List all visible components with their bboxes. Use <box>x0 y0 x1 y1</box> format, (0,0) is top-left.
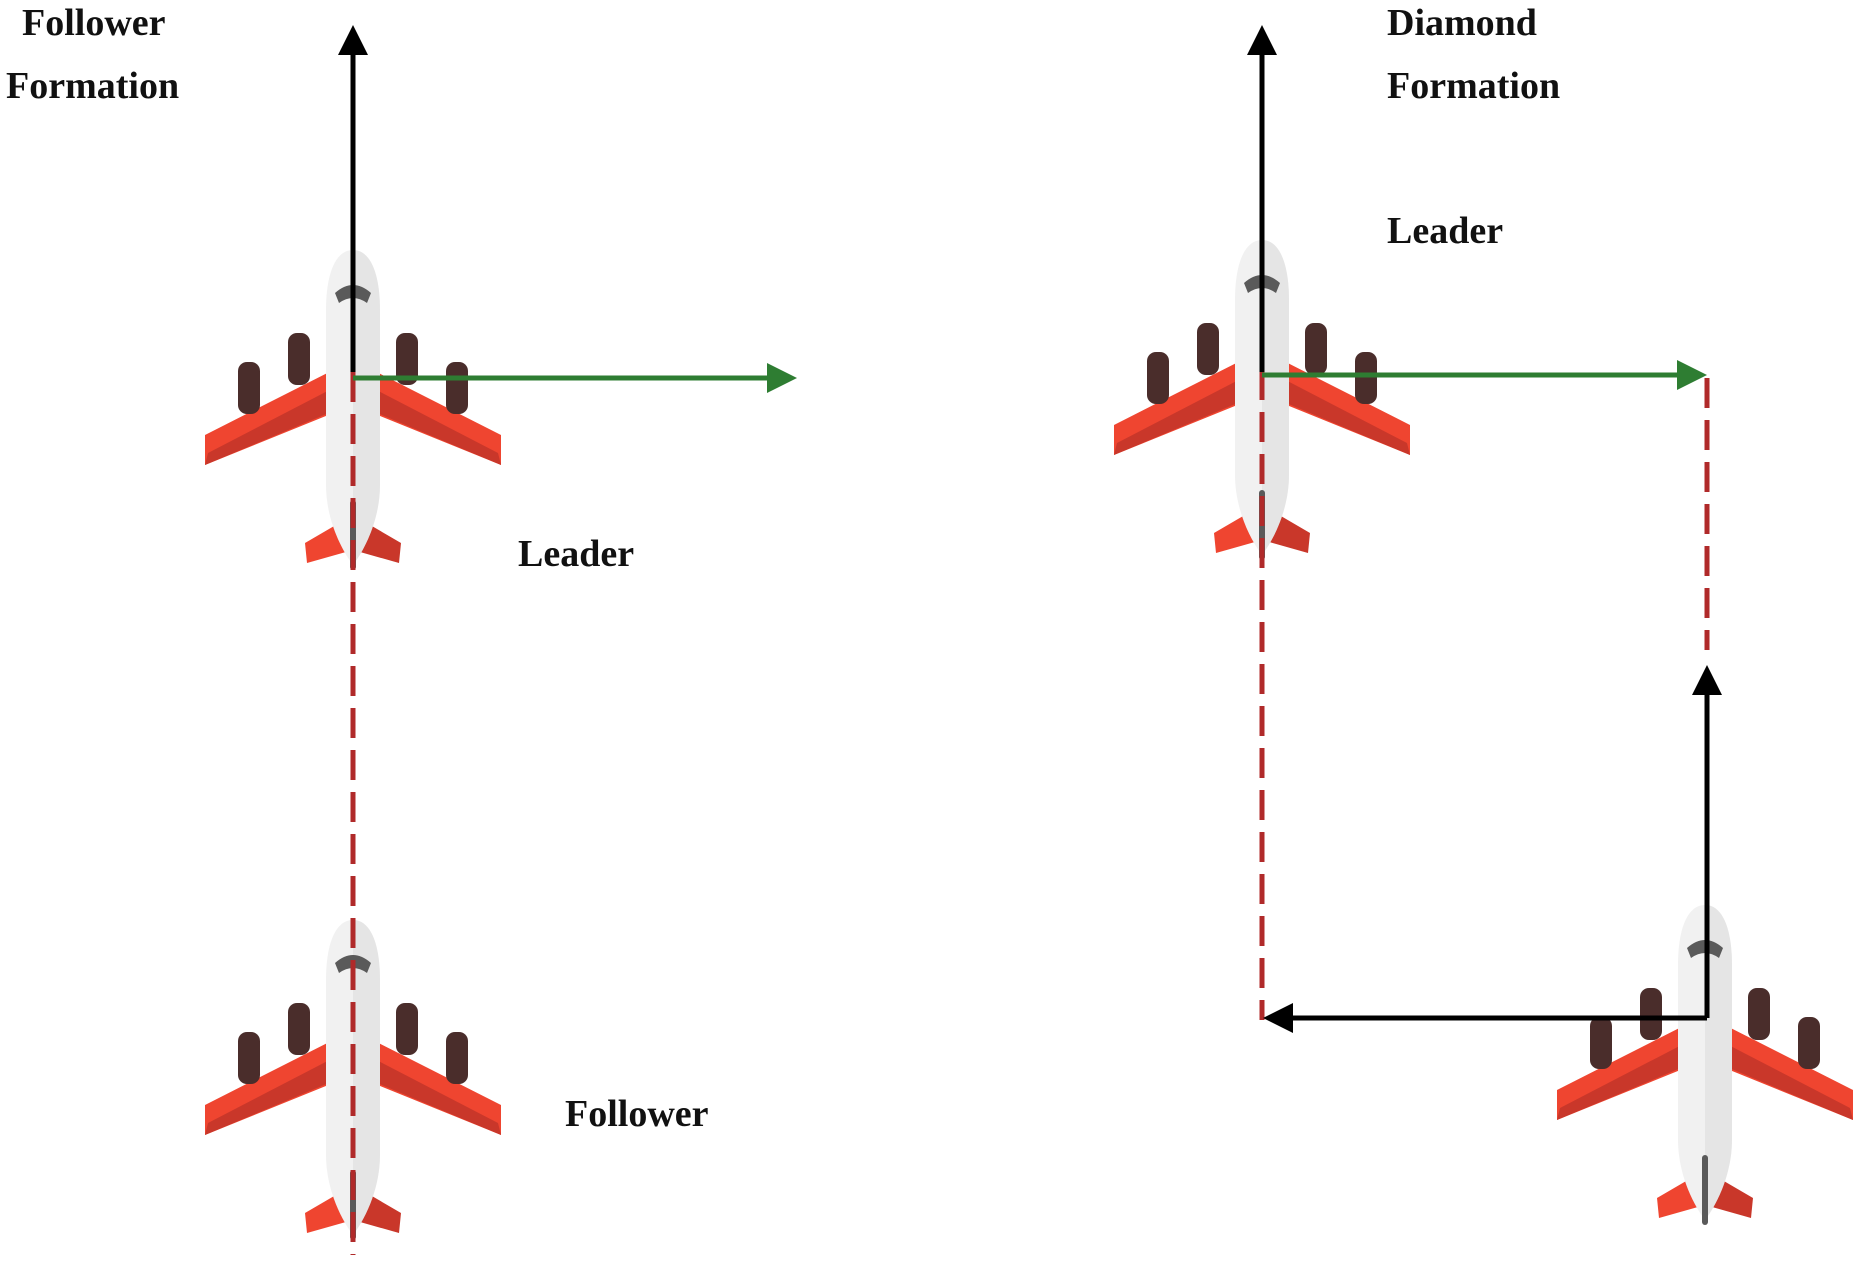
diamond-formation-title-line2: Formation <box>1387 65 1561 107</box>
diamond-formation-title-line1: Diamond <box>1387 2 1537 44</box>
follower-formation-follower-label: Follower <box>565 1093 709 1135</box>
diamond-formation-leader-label: Leader <box>1387 210 1504 252</box>
follower-formation-title-line1: Follower <box>22 2 166 44</box>
follower-formation-title-line2: Formation <box>6 65 180 107</box>
follower-formation-leader-label: Leader <box>518 533 635 575</box>
